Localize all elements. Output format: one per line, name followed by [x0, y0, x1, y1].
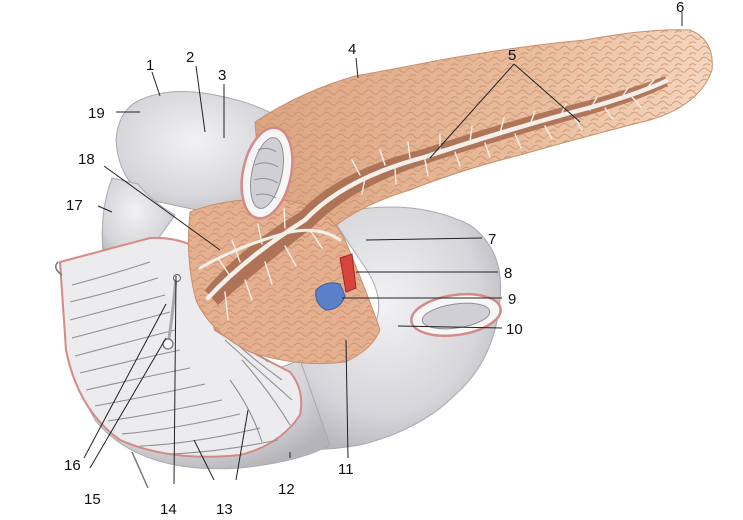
label-6: 6: [676, 0, 684, 16]
label-2: 2: [186, 49, 194, 66]
label-11: 11: [338, 461, 354, 478]
label-10: 10: [506, 321, 523, 338]
label-13: 13: [216, 501, 233, 518]
label-18: 18: [78, 151, 95, 168]
duodenum-opened-mucosa: [55, 236, 303, 489]
label-17: 17: [66, 197, 83, 214]
superior-mesenteric-artery: [339, 253, 357, 293]
minor-papilla: [172, 273, 182, 283]
label-19: 19: [88, 105, 105, 122]
label-12: 12: [278, 481, 295, 498]
label-8: 8: [504, 265, 512, 282]
label-1: 1: [146, 57, 154, 74]
label-15: 15: [84, 491, 101, 508]
accessory-pancreatic-duct: [198, 228, 342, 270]
number-labels: 1 2 3 4 5 6 7 8 9 10 11 12 13 14 15 16 1…: [64, 0, 684, 518]
label-3: 3: [218, 67, 226, 84]
main-pancreatic-duct: [205, 78, 669, 301]
leader-lines: [83, 12, 683, 485]
label-16: 16: [64, 457, 81, 474]
label-5: 5: [508, 47, 516, 64]
superior-mesenteric-vein: [315, 282, 346, 311]
duodenum-cut-ends: [240, 126, 502, 338]
pancreas: [187, 29, 713, 365]
label-9: 9: [508, 291, 516, 308]
label-7: 7: [488, 231, 496, 248]
label-4: 4: [348, 41, 356, 58]
label-14: 14: [160, 501, 177, 518]
